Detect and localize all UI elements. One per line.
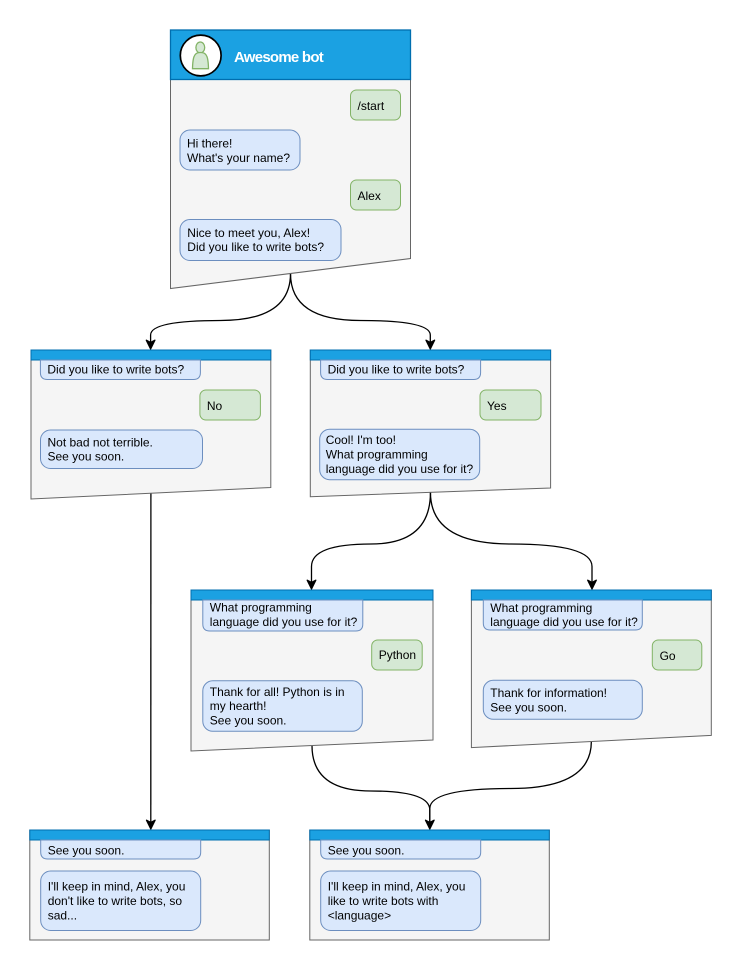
svg-text:Go: Go: [660, 649, 676, 663]
svg-text:sad...: sad...: [48, 908, 77, 922]
svg-text:See you soon.: See you soon.: [48, 843, 125, 857]
svg-text:Thank for information!: Thank for information!: [490, 686, 607, 700]
svg-text:What programming: What programming: [490, 601, 592, 615]
svg-text:I'll keep in mind, Alex, you: I'll keep in mind, Alex, you: [48, 880, 186, 894]
svg-text:Cool! I'm too!: Cool! I'm too!: [326, 433, 396, 447]
svg-text:Alex: Alex: [358, 189, 381, 203]
svg-text:Python: Python: [379, 648, 416, 662]
svg-text:Nice to meet you, Alex!: Nice to meet you, Alex!: [187, 226, 310, 240]
svg-text:my hearth!: my hearth!: [210, 699, 267, 713]
svg-text:Hi there!: Hi there!: [187, 137, 232, 151]
svg-text:Did you like to write bots?: Did you like to write bots?: [328, 363, 465, 377]
svg-text:Yes: Yes: [487, 399, 507, 413]
svg-text:Not bad not terrible.: Not bad not terrible.: [48, 435, 153, 449]
svg-text:language did you use for it?: language did you use for it?: [326, 462, 474, 476]
svg-text:Did you like to write bots?: Did you like to write bots?: [187, 240, 324, 254]
svg-text:/start: /start: [358, 99, 385, 113]
svg-text:See you soon.: See you soon.: [490, 700, 567, 714]
svg-text:What programming: What programming: [210, 601, 312, 615]
svg-text:<language>: <language>: [328, 908, 391, 922]
svg-text:I'll keep in mind, Alex, you: I'll keep in mind, Alex, you: [328, 880, 466, 894]
svg-text:like to write bots with: like to write bots with: [328, 894, 439, 908]
svg-text:What programming: What programming: [326, 448, 428, 462]
svg-text:don't like to write bots, so: don't like to write bots, so: [48, 894, 183, 908]
svg-text:What's your name?: What's your name?: [187, 151, 290, 165]
svg-text:language did you use for it?: language did you use for it?: [490, 615, 638, 629]
svg-text:Awesome bot: Awesome bot: [234, 49, 324, 66]
svg-text:No: No: [207, 399, 223, 413]
svg-text:Thank for all! Python is in: Thank for all! Python is in: [210, 685, 345, 699]
svg-text:See you soon.: See you soon.: [210, 714, 287, 728]
svg-text:See you soon.: See you soon.: [48, 450, 125, 464]
svg-text:See you soon.: See you soon.: [328, 843, 405, 857]
svg-text:Did you like to write bots?: Did you like to write bots?: [47, 363, 184, 377]
svg-text:language did you use for it?: language did you use for it?: [210, 615, 358, 629]
